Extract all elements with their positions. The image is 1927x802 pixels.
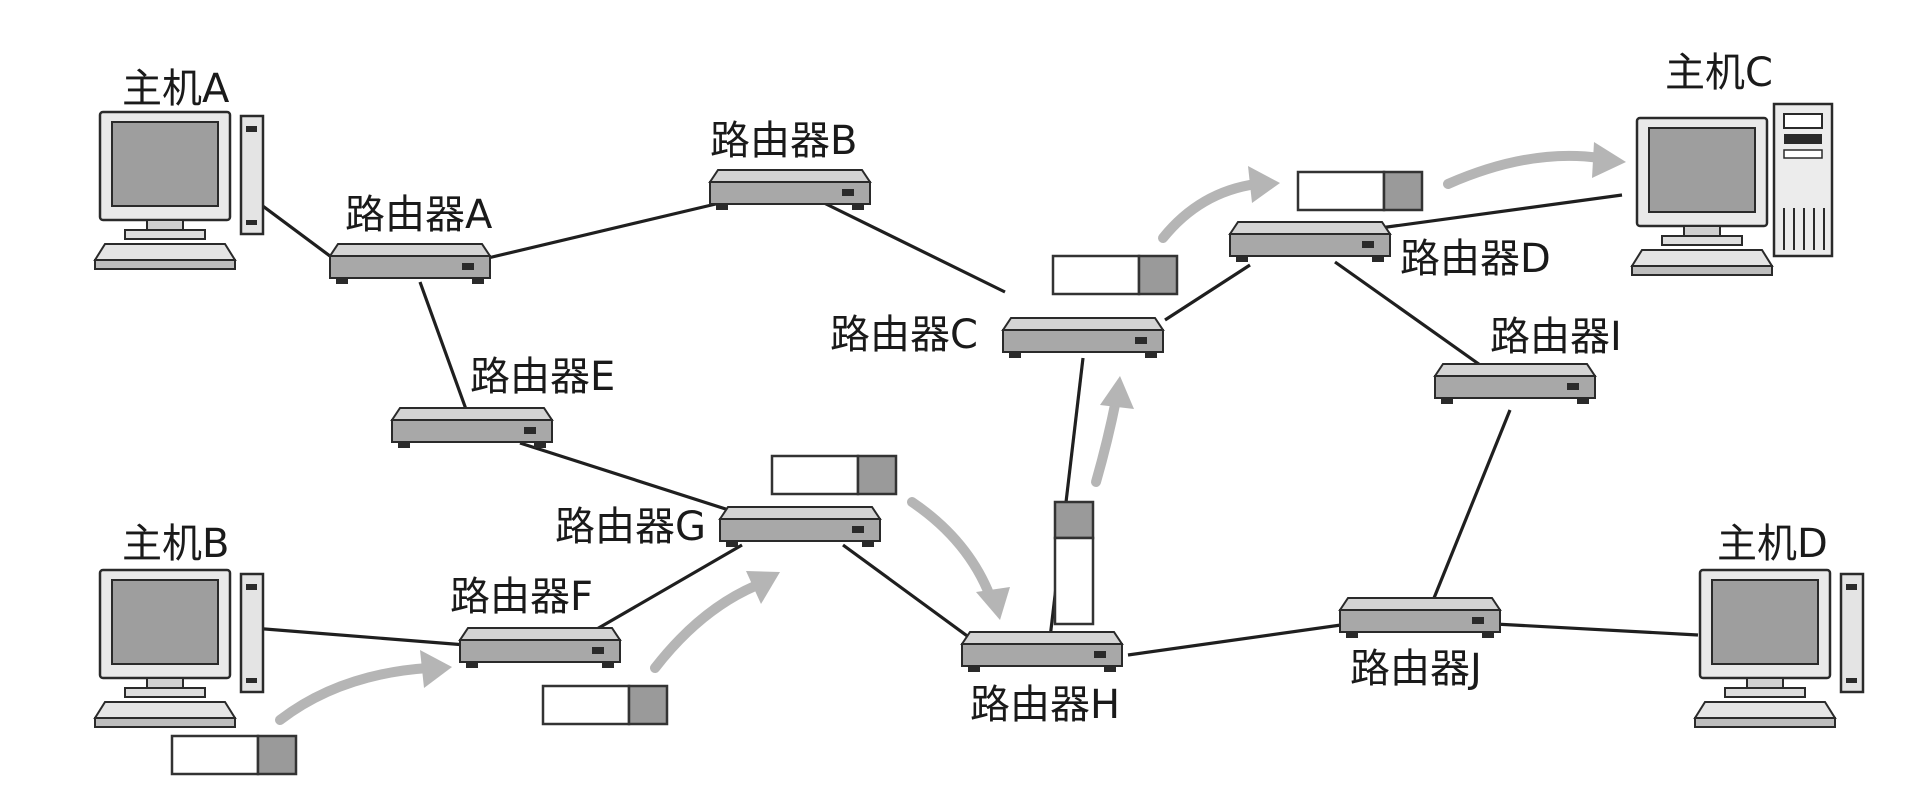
link-routerh-routerj — [1127, 622, 1349, 657]
router-h-label: 路由器H — [970, 682, 1120, 728]
computer-icon — [93, 568, 265, 729]
packet — [770, 454, 898, 496]
packet-flow — [275, 142, 1626, 725]
router-f: 路由器F — [450, 574, 621, 669]
router-i: 路由器I — [1434, 314, 1622, 405]
host-b: 主机B — [93, 521, 265, 729]
flow-arrow-head — [420, 650, 452, 688]
link-routere-routerg — [519, 441, 736, 514]
router-icon — [1434, 363, 1596, 405]
host-c: 主机C — [1630, 50, 1834, 277]
router-icon — [961, 631, 1123, 673]
router-j: 路由器J — [1339, 597, 1501, 692]
router-e: 路由器E — [391, 354, 615, 449]
link-routerb-routerc — [821, 200, 1006, 294]
router-b: 路由器B — [709, 118, 871, 211]
router-icon — [459, 627, 621, 669]
computer-icon — [93, 110, 265, 271]
host-c-label: 主机C — [1665, 50, 1773, 96]
router-icon — [1229, 221, 1391, 263]
router-h: 路由器H — [961, 631, 1123, 728]
host-d-label: 主机D — [1717, 521, 1828, 567]
router-e-label: 路由器E — [470, 354, 615, 400]
flow-arrow-head — [1592, 142, 1626, 178]
flow-arrow-head — [1100, 376, 1134, 409]
router-c-label: 路由器C — [830, 312, 978, 358]
router-d-label: 路由器D — [1400, 236, 1551, 282]
host-d: 主机D — [1693, 521, 1865, 729]
router-icon — [1339, 597, 1501, 639]
packet — [1053, 500, 1095, 626]
router-icon — [1002, 317, 1164, 359]
router-b-label: 路由器B — [710, 118, 857, 164]
flow-arrow-1 — [275, 663, 433, 725]
router-a-label: 路由器A — [345, 192, 493, 238]
flow-arrow-head — [746, 571, 780, 604]
link-routerd-routeri — [1334, 260, 1491, 374]
link-routera-routere — [418, 281, 469, 413]
link-routerd-hostc — [1379, 193, 1623, 230]
packet — [1296, 170, 1424, 212]
links — [251, 193, 1699, 657]
link-routerf-routerg — [589, 543, 743, 635]
flow-arrow-head — [976, 587, 1010, 620]
host-b-label: 主机B — [122, 521, 229, 567]
router-c: 路由器C — [830, 312, 1164, 359]
flow-arrow-2 — [650, 581, 760, 673]
link-routeri-routerj — [1430, 409, 1512, 604]
router-j-label: 路由器J — [1350, 646, 1482, 692]
computer-icon — [1693, 568, 1865, 729]
flow-arrow-4 — [1091, 395, 1121, 487]
router-d: 路由器D — [1229, 221, 1551, 282]
packet — [541, 684, 669, 726]
computer-icon — [1630, 102, 1834, 277]
router-icon — [329, 243, 491, 285]
router-g-label: 路由器G — [555, 504, 706, 550]
link-hosta-routera — [251, 196, 339, 264]
router-i-label: 路由器I — [1490, 314, 1622, 360]
link-routerg-routerh — [842, 543, 971, 640]
router-icon — [391, 407, 553, 449]
link-routerj-hostd — [1494, 622, 1699, 637]
link-routera-routerb — [487, 201, 721, 260]
router-icon — [719, 506, 881, 548]
host-a: 主机A — [93, 66, 265, 271]
router-icon — [709, 169, 871, 211]
router-f-label: 路由器F — [450, 574, 593, 620]
flow-arrow-head — [1248, 166, 1280, 203]
link-hostb-routerf — [251, 626, 467, 647]
packet — [1051, 254, 1179, 296]
link-routerc-routerd — [1164, 263, 1251, 322]
router-a: 路由器A — [329, 192, 493, 285]
flow-arrow-5 — [1158, 179, 1261, 243]
router-g: 路由器G — [555, 504, 881, 550]
flow-arrow-3 — [907, 497, 995, 601]
flow-arrow-6 — [1443, 150, 1605, 189]
host-a-label: 主机A — [122, 66, 230, 112]
packet — [170, 734, 298, 776]
